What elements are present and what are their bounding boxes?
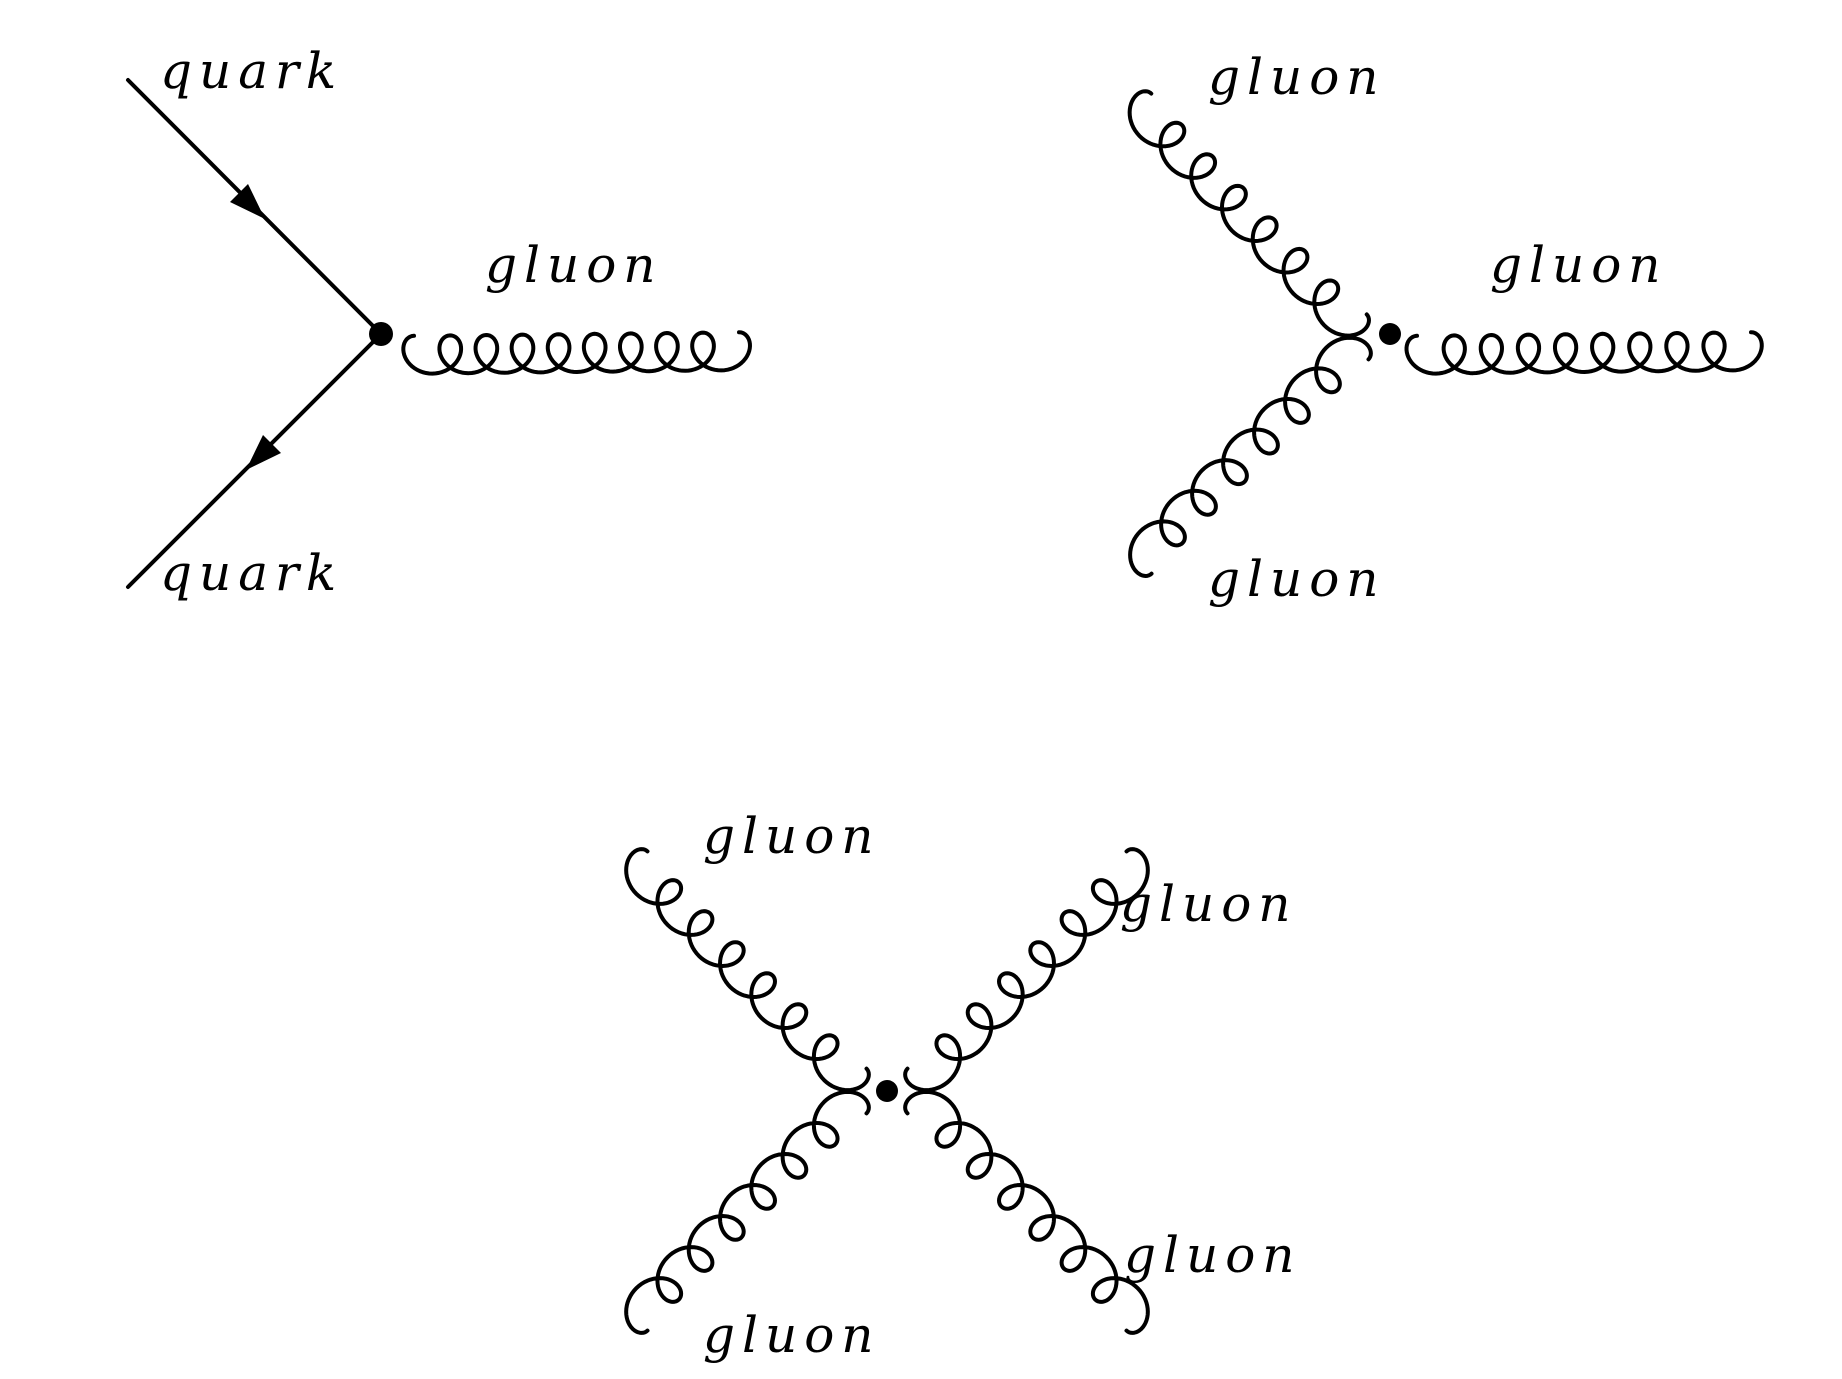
gluon-label-bottom: gluon: [1208, 550, 1386, 608]
gluon-line-right: [1404, 330, 1764, 376]
gluon-line: [401, 330, 752, 376]
gluon-label-right: gluon: [485, 236, 663, 294]
vertex-dot: [1379, 323, 1401, 345]
gluon-line-lower-left: [624, 1089, 871, 1335]
gluon-label-lower-left: gluon: [703, 1306, 881, 1364]
diagram-quark-gluon-vertex: quark quark gluon: [126, 42, 752, 602]
outgoing-quark-arrow: [246, 435, 281, 470]
gluon-line-upper-left: [624, 847, 871, 1093]
gluon-line-lower: [1128, 335, 1373, 578]
gluon-label-upper-left: gluon: [703, 807, 881, 865]
gluon-label-upper-right: gluon: [1120, 875, 1298, 933]
gluon-line-upper-right: [903, 847, 1150, 1093]
diagram-four-gluon-vertex: gluon gluon gluon gluon: [624, 807, 1302, 1364]
quark-label-top: quark: [160, 42, 343, 100]
diagram-three-gluon-vertex: gluon gluon gluon: [1127, 48, 1764, 608]
gluon-label-top: gluon: [1208, 48, 1386, 106]
gluon-line-upper: [1127, 89, 1371, 338]
quark-label-bottom: quark: [160, 544, 343, 602]
vertex-dot: [369, 322, 393, 346]
gluon-label-right: gluon: [1490, 236, 1668, 294]
gluon-line-lower-right: [903, 1089, 1150, 1335]
gluon-label-lower-right: gluon: [1124, 1226, 1302, 1284]
vertex-dot: [876, 1080, 898, 1102]
incoming-quark-arrow: [230, 184, 265, 219]
